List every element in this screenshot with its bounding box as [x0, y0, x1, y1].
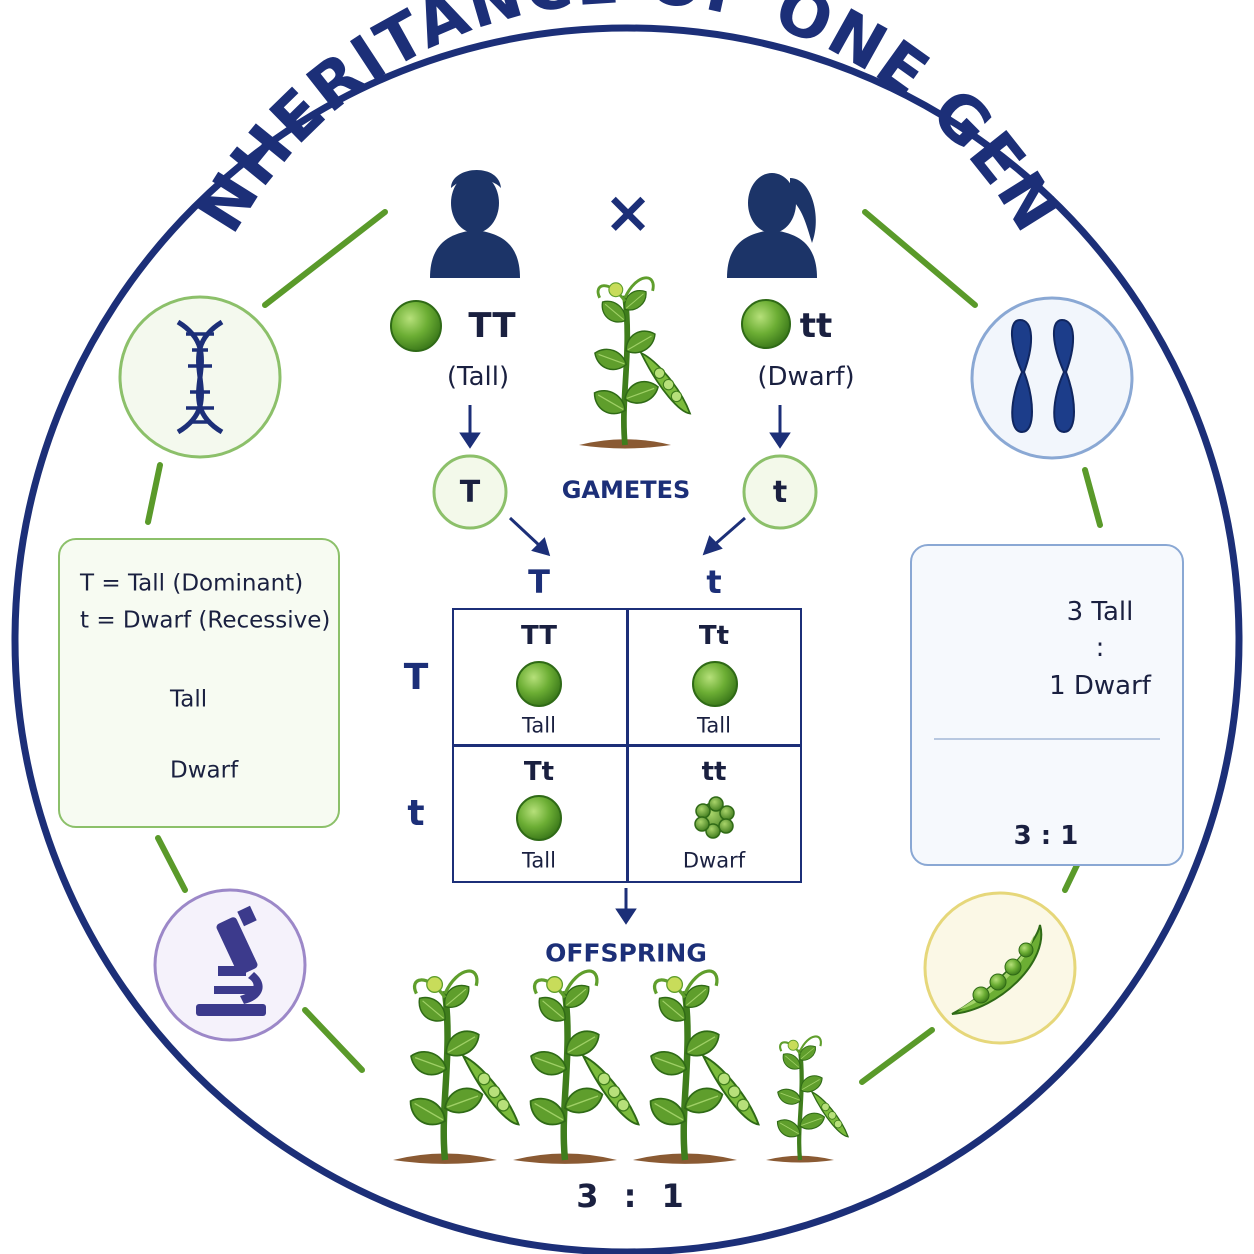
- gamete-female-circle: [742, 454, 818, 530]
- pea-round-icon: [390, 300, 442, 352]
- cell-genotype: Tt: [523, 757, 555, 787]
- cell-genotype: Tt: [698, 621, 730, 651]
- male-phenotype: (Tall): [446, 362, 510, 392]
- offspring-plant-tall-icon: [513, 971, 639, 1164]
- punnett-col-header: t: [706, 563, 722, 601]
- offspring-plant-dwarf-icon: [766, 1036, 848, 1162]
- legend-line-recessive: t = Dwarf (Recessive): [80, 607, 331, 634]
- microscope-icon: [196, 905, 266, 1016]
- cell-pea-icon: [516, 795, 562, 841]
- gamete-female-label: t: [772, 475, 788, 510]
- arrows: [459, 405, 791, 925]
- gamete-male-circle: [432, 454, 508, 530]
- cell-phenotype: Tall: [522, 848, 556, 873]
- cell-dwarf-pea-icon: [694, 796, 735, 839]
- legend-dwarf-label: Dwarf: [170, 757, 239, 784]
- male-parent-icon: [430, 169, 520, 278]
- cell-phenotype: Tall: [522, 713, 556, 738]
- outer-ring: [11, 24, 1243, 1254]
- offspring-plant-tall-icon: [633, 971, 759, 1164]
- ratio-value: 3 : 1: [1013, 821, 1079, 851]
- legend-tall-label: Tall: [170, 686, 208, 713]
- gamete-male-label: T: [459, 475, 481, 510]
- dna-icon-badge: [118, 295, 282, 459]
- punnett-row-header: T: [403, 657, 429, 698]
- cross-symbol: ×: [604, 178, 653, 246]
- offspring-ratio: 3 : 1: [576, 1177, 684, 1215]
- punnett-divider-horizontal: [452, 744, 802, 747]
- ratio-box: [910, 544, 1184, 866]
- punnett-col-header: T: [528, 563, 550, 601]
- cell-phenotype: Tall: [697, 713, 731, 738]
- male-genotype: TT: [468, 306, 516, 346]
- cell-phenotype: Dwarf: [682, 848, 746, 873]
- chromosome-icon: [1010, 318, 1075, 434]
- microscope-icon-badge: [153, 888, 307, 1042]
- female-genotype: tt: [799, 306, 833, 346]
- ratio-colon: :: [1095, 633, 1105, 663]
- pea-round-icon: [741, 299, 791, 349]
- ratio-divider: [934, 738, 1160, 740]
- dna-icon: [176, 319, 224, 435]
- cell-genotype: TT: [520, 621, 558, 651]
- punnett-row-header: t: [407, 793, 425, 834]
- cell-genotype: tt: [701, 757, 727, 787]
- cell-pea-icon: [692, 661, 738, 707]
- legend-line-dominant: T = Tall (Dominant): [80, 570, 304, 597]
- ratio-dwarf-count: 1 Dwarf: [1049, 671, 1151, 701]
- female-parent-icon: [727, 173, 817, 278]
- legend-box: [58, 538, 340, 828]
- pea-plant-icon: [579, 278, 690, 449]
- female-phenotype: (Dwarf): [757, 362, 855, 392]
- ratio-tall-count: 3 Tall: [1066, 597, 1134, 627]
- offspring-plant-tall-icon: [393, 971, 519, 1164]
- offspring-label: OFFSPRING: [545, 938, 707, 968]
- pea-pod-icon: [951, 924, 1043, 1015]
- chromosome-icon-badge: [970, 296, 1134, 460]
- cell-pea-icon: [516, 661, 562, 707]
- gametes-label: GAMETES: [561, 476, 691, 504]
- inner-connector-arcs: [145, 209, 1103, 1085]
- pea-pod-icon-badge: [923, 891, 1077, 1045]
